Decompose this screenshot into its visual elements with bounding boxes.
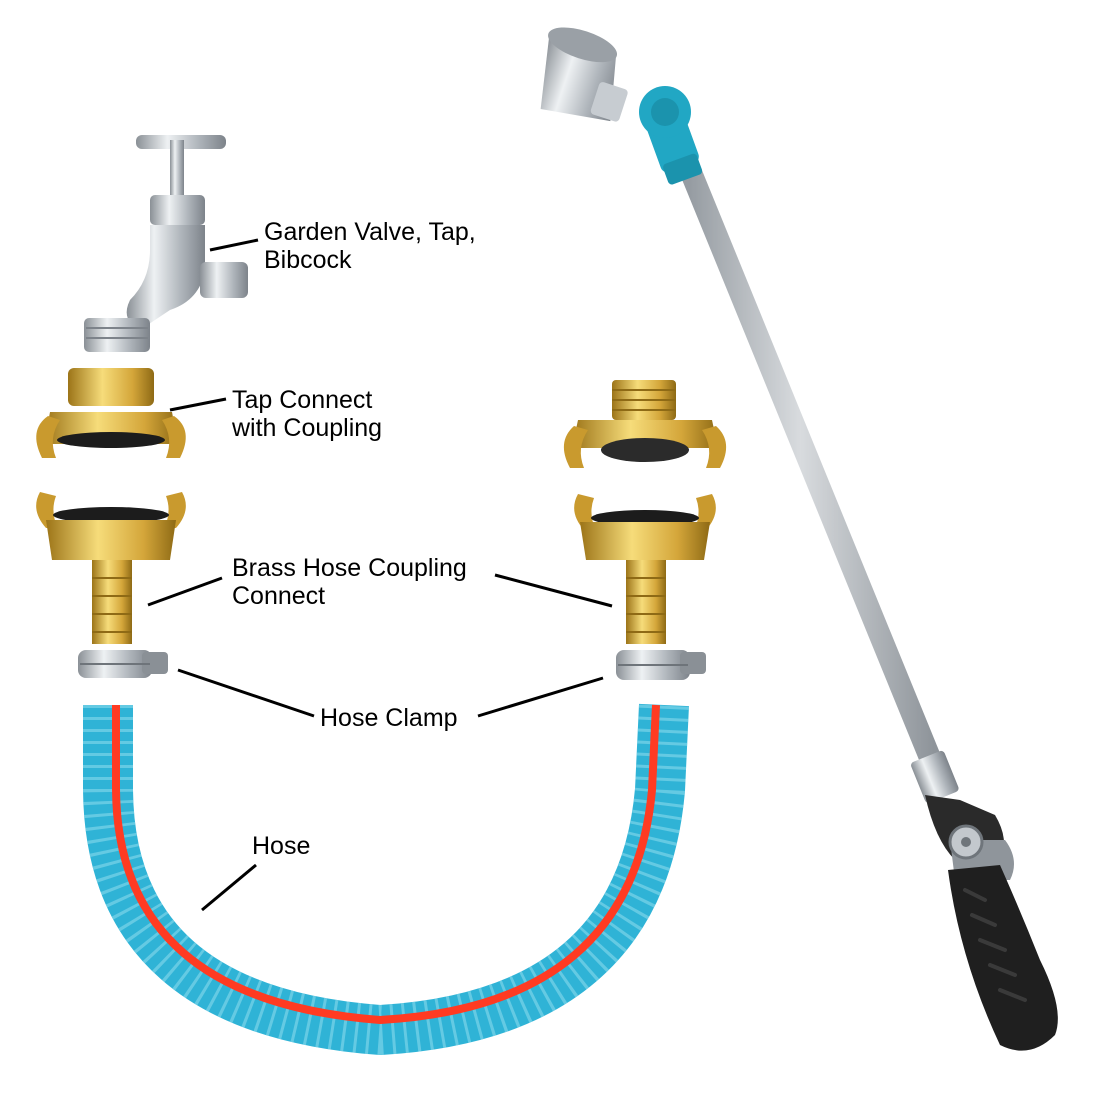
leader-tap-connect [169,397,227,412]
label-brass-coupling: Brass Hose Coupling Connect [232,554,467,610]
label-garden-valve-line2: Bibcock [264,246,352,274]
label-tap-connect-line1: Tap Connect [232,386,373,414]
brass-coupling-left-illustration [36,492,186,644]
watering-wand-illustration [540,27,1058,1051]
hose-clamp-left-illustration [78,650,168,678]
leader-hose-clamp-right [477,676,604,718]
label-brass-coupling-line2: Connect [232,582,326,610]
hose-illustration [83,703,689,1056]
leader-brass-coupling-right [494,573,613,608]
male-connector-right-illustration [563,380,727,468]
label-garden-valve-line1: Garden Valve, Tap, [264,218,476,246]
label-tap-connect: Tap Connect with Coupling [232,386,382,442]
tap-connector-illustration [36,368,186,458]
label-hose-clamp-line1: Hose Clamp [320,704,458,732]
label-hose-line1: Hose [252,832,311,860]
leader-hose-clamp-left [177,668,315,718]
label-tap-connect-line2: with Coupling [232,414,383,442]
leader-brass-coupling-left [147,576,223,607]
leader-garden-valve [209,238,259,252]
leader-hose [201,863,257,912]
label-hose: Hose [252,832,310,860]
label-brass-coupling-line1: Brass Hose Coupling [232,554,467,582]
leader-lines [147,238,613,912]
garden-tap-illustration [84,135,248,352]
brass-coupling-right-illustration [574,494,716,644]
hose-clamp-right-illustration [616,650,706,680]
label-garden-valve: Garden Valve, Tap, Bibcock [264,218,476,274]
label-hose-clamp: Hose Clamp [320,704,458,732]
